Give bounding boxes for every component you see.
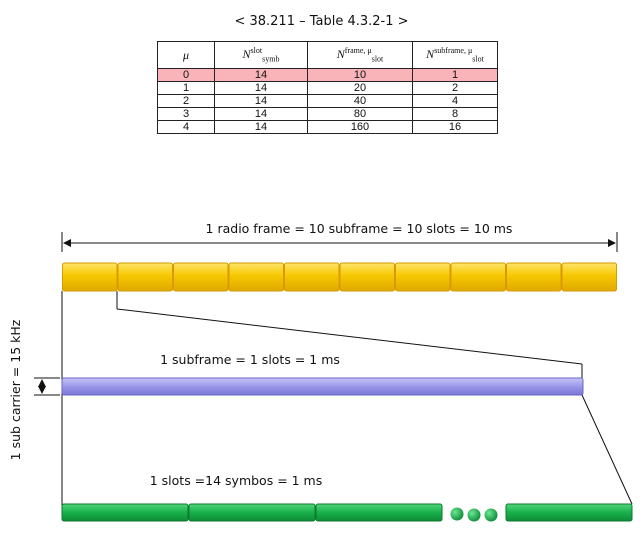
- symbol-row: [61, 503, 633, 522]
- subframe-block: [284, 262, 340, 292]
- table-row: 0 14 10 1: [157, 68, 498, 82]
- numerology-table: μ Nslotsymb Nframe, μslot Nsubframe, μsl…: [157, 41, 498, 134]
- symbol-block: [315, 503, 443, 522]
- table-cell: 14: [214, 120, 308, 134]
- table-cell: 16: [412, 120, 498, 134]
- slots-label: 1 slots =14 symbos = 1 ms: [150, 473, 323, 488]
- subframe-block: [228, 262, 284, 292]
- subcarrier-label: 1 sub carrier = 15 kHz: [8, 319, 23, 460]
- subframe-row: [62, 262, 617, 292]
- table-row: 1 14 20 2: [157, 81, 498, 95]
- subframe-block: [117, 262, 173, 292]
- header-symb-per-slot: Nslotsymb: [214, 41, 308, 69]
- table-cell: 10: [307, 68, 413, 82]
- subframe-block: [339, 262, 395, 292]
- table-caption: < 38.211 – Table 4.3.2-1 >: [234, 14, 409, 29]
- subframe-block: [395, 262, 451, 292]
- ellipsis-dot: [484, 508, 498, 522]
- symbol-block-last: [505, 503, 633, 522]
- ellipsis-dot: [467, 508, 481, 522]
- header-mu: μ: [157, 41, 215, 69]
- zoom-line-diagonal: [116, 308, 583, 365]
- subframe-block: [173, 262, 229, 292]
- subframe-block: [561, 262, 617, 292]
- slot-bar: [61, 377, 584, 396]
- table-row: 4 14 160 16: [157, 120, 498, 134]
- subframe-label: 1 subframe = 1 slots = 1 ms: [160, 352, 340, 367]
- table-cell: 14: [214, 68, 308, 82]
- ellipsis-dot: [450, 507, 464, 521]
- symbol-block: [188, 503, 316, 522]
- subframe-block: [506, 262, 562, 292]
- subframe-block: [450, 262, 506, 292]
- zoom-line-symbols: [581, 394, 633, 505]
- header-slots-per-subframe: Nsubframe, μslot: [412, 41, 498, 69]
- radio-frame-label: 1 radio frame = 10 subframe = 10 slots =…: [206, 221, 513, 236]
- table-cell: 1: [412, 68, 498, 82]
- subframe-block: [62, 262, 118, 292]
- table-row: 3 14 80 8: [157, 107, 498, 121]
- symbol-block: [61, 503, 189, 522]
- table-cell: 160: [307, 120, 413, 134]
